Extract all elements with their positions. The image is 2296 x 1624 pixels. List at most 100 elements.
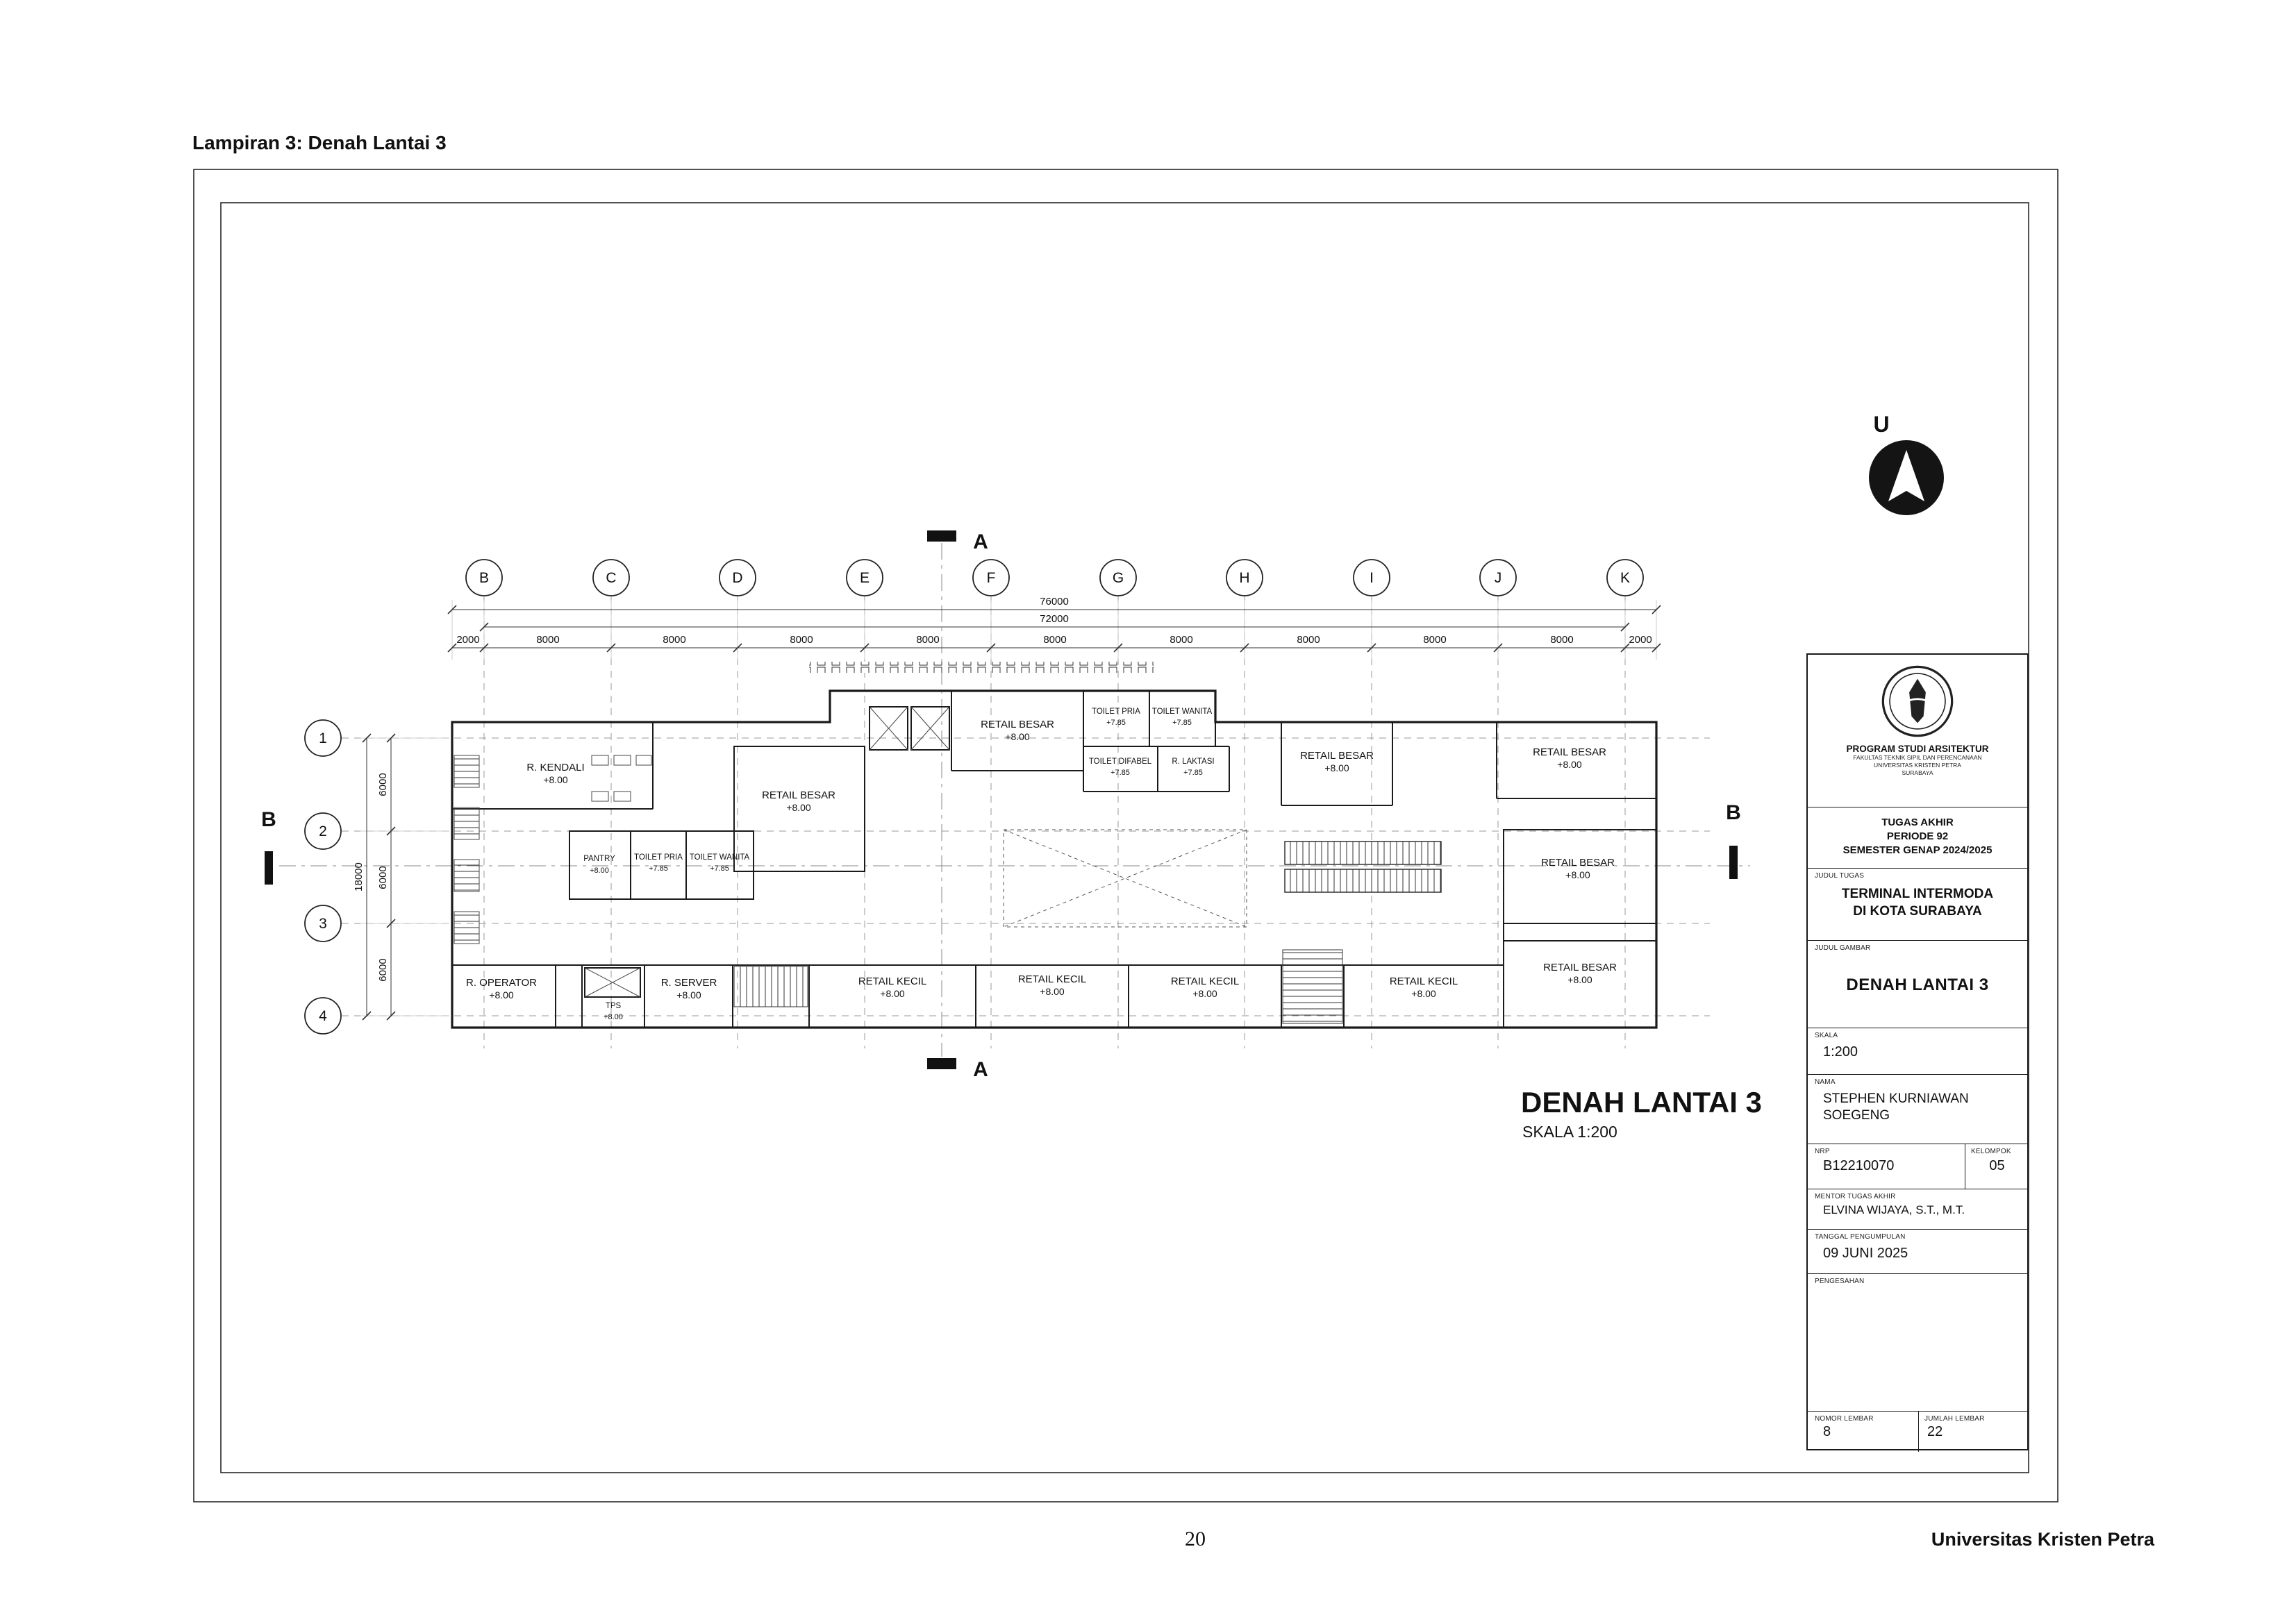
titleblock-nrp: NRP B12210070 KELOMPOK 05 xyxy=(1808,1144,2027,1189)
control-room-desks xyxy=(591,755,652,802)
room-label: R. LAKTASI +7.85 xyxy=(1172,757,1214,777)
grid-column-label: B xyxy=(479,570,489,586)
titleblock-tanggal: TANGGAL PENGUMPULAN 09 JUNI 2025 xyxy=(1808,1229,2027,1273)
room-label: R. SERVER +8.00 xyxy=(661,977,717,1001)
svg-text:R. OPERATOR: R. OPERATOR xyxy=(466,977,537,989)
room-label: RETAIL KECIL +8.00 xyxy=(1171,976,1239,999)
page-heading: Lampiran 3: Denah Lantai 3 xyxy=(192,132,447,153)
section-marker-b-right: B xyxy=(1726,801,1741,879)
svg-text:R. SERVER: R. SERVER xyxy=(661,977,717,989)
elevator-shafts xyxy=(869,706,950,751)
section-b-label: B xyxy=(1726,801,1741,824)
canopy-strip xyxy=(809,662,1154,673)
svg-text:+7.85: +7.85 xyxy=(1106,719,1126,727)
room-label: RETAIL BESAR +8.00 xyxy=(1543,962,1617,985)
escalators xyxy=(1284,841,1442,893)
room-label: TOILET DIFABEL +7.85 xyxy=(1089,757,1152,777)
plan-title: DENAH LANTAI 3 xyxy=(1521,1086,1762,1119)
svg-text:TPS: TPS xyxy=(606,1002,622,1010)
svg-text:RETAIL BESAR: RETAIL BESAR xyxy=(1541,857,1615,869)
dimension-total: 18000 xyxy=(353,862,365,891)
svg-text:TOILET WANITA: TOILET WANITA xyxy=(690,853,750,862)
svg-text:TOILET DIFABEL: TOILET DIFABEL xyxy=(1089,757,1152,766)
nomor-lembar-label: NOMOR LEMBAR xyxy=(1815,1415,1874,1423)
dimension-segment: 8000 xyxy=(1423,634,1446,646)
left-dimensions: 6000 6000 6000 18000 xyxy=(353,733,448,1021)
titleblock-skala: SKALA 1:200 xyxy=(1808,1028,2027,1074)
drawing-frame xyxy=(193,169,2058,1502)
svg-text:+8.00: +8.00 xyxy=(1040,986,1065,997)
plan-scale-caption: SKALA 1:200 xyxy=(1522,1123,1617,1141)
room-label: RETAIL BESAR +8.00 xyxy=(1541,857,1615,880)
dimension-segment: 8000 xyxy=(916,634,939,646)
svg-text:+8.00: +8.00 xyxy=(590,867,609,875)
grid-row-label: 4 xyxy=(319,1008,327,1024)
titleblock-assignment: TUGAS AKHIR PERIODE 92 SEMESTER GENAP 20… xyxy=(1808,807,2027,868)
section-marker-a-bottom: A xyxy=(927,1058,988,1081)
university-logo xyxy=(1881,665,1954,737)
dimension-segment: 8000 xyxy=(1550,634,1573,646)
judul-tugas-label: JUDUL TUGAS xyxy=(1815,872,1865,880)
room-label: R. OPERATOR +8.00 xyxy=(466,977,537,1001)
room-label: TOILET WANITA +7.85 xyxy=(1152,708,1213,727)
dimension-total: 76000 xyxy=(1040,596,1069,608)
service-shaft-symbols xyxy=(454,755,480,944)
section-b-label: B xyxy=(261,808,276,831)
jumlah-lembar-label: JUMLAH LEMBAR xyxy=(1924,1415,1985,1423)
kelompok-label: KELOMPOK xyxy=(1971,1148,2011,1155)
svg-text:+7.85: +7.85 xyxy=(1172,719,1192,727)
footer-institution: Universitas Kristen Petra xyxy=(1931,1529,2154,1550)
room-label: TOILET WANITA +7.85 xyxy=(690,853,750,873)
grid-column-label: K xyxy=(1620,570,1630,586)
grid-column-label: H xyxy=(1239,570,1249,586)
tanggal-value: 09 JUNI 2025 xyxy=(1823,1246,1908,1261)
grid-column-label: E xyxy=(860,570,870,586)
student-name-line2: SOEGENG xyxy=(1823,1108,1890,1123)
svg-text:+8.00: +8.00 xyxy=(1565,869,1590,880)
nrp-value: B12210070 xyxy=(1823,1158,1895,1173)
svg-text:+8.00: +8.00 xyxy=(543,774,568,785)
svg-text:+8.00: +8.00 xyxy=(1324,762,1349,773)
svg-text:RETAIL KECIL: RETAIL KECIL xyxy=(1018,973,1086,985)
skala-value: 1:200 xyxy=(1823,1044,1858,1060)
dimension-segment: 6000 xyxy=(377,773,389,796)
drawing-title: DENAH LANTAI 3 SKALA 1:200 xyxy=(1521,1086,1762,1141)
grid-column-label: G xyxy=(1113,570,1124,586)
dimension-segment: 6000 xyxy=(377,958,389,981)
dimension-segment: 8000 xyxy=(536,634,559,646)
svg-text:RETAIL KECIL: RETAIL KECIL xyxy=(1390,976,1458,987)
grid-column-label: C xyxy=(606,570,616,586)
svg-text:RETAIL KECIL: RETAIL KECIL xyxy=(1171,976,1239,987)
room-label: RETAIL KECIL +8.00 xyxy=(858,976,926,999)
north-label: U xyxy=(1873,412,1889,437)
grid-row-bubbles: 1 2 3 4 xyxy=(304,719,342,1035)
title-block: PROGRAM STUDI ARSITEKTUR FAKULTAS TEKNIK… xyxy=(1806,653,2029,1452)
program-name: PROGRAM STUDI ARSITEKTUR xyxy=(1846,744,1989,754)
titleblock-pengesahan: PENGESAHAN xyxy=(1808,1273,2027,1411)
grid-column-label: D xyxy=(732,570,742,586)
dimension-segment: 2000 xyxy=(456,634,479,646)
nrp-label: NRP xyxy=(1815,1148,1830,1155)
dimension-segment: 8000 xyxy=(790,634,813,646)
section-a-label: A xyxy=(973,1058,988,1081)
skala-label: SKALA xyxy=(1815,1032,1838,1039)
svg-text:RETAIL BESAR: RETAIL BESAR xyxy=(1533,746,1606,758)
university-name: UNIVERSITAS KRISTEN PETRA xyxy=(1874,762,1961,769)
assignment-semester: SEMESTER GENAP 2024/2025 xyxy=(1842,844,1993,856)
jumlah-lembar-cell: JUMLAH LEMBAR 22 xyxy=(1918,1412,2027,1452)
titleblock-nama: NAMA STEPHEN KURNIAWAN SOEGENG xyxy=(1808,1074,2027,1144)
mentor-label: MENTOR TUGAS AKHIR xyxy=(1815,1193,1896,1200)
section-a-label: A xyxy=(973,530,988,553)
svg-text:TOILET PRIA: TOILET PRIA xyxy=(634,853,683,862)
titleblock-mentor: MENTOR TUGAS AKHIR ELVINA WIJAYA, S.T., … xyxy=(1808,1189,2027,1229)
room-label: RETAIL BESAR +8.00 xyxy=(762,789,835,813)
svg-text:R. LAKTASI: R. LAKTASI xyxy=(1172,757,1214,766)
page-number: 20 xyxy=(1185,1527,1206,1550)
svg-text:RETAIL BESAR: RETAIL BESAR xyxy=(981,719,1054,730)
svg-text:R. KENDALI: R. KENDALI xyxy=(526,762,584,773)
room-label: R. KENDALI +8.00 xyxy=(526,762,584,785)
tanggal-label: TANGGAL PENGUMPULAN xyxy=(1815,1233,1906,1241)
titleblock-judul-gambar: JUDUL GAMBAR DENAH LANTAI 3 xyxy=(1808,940,2027,1028)
room-label: PANTRY +8.00 xyxy=(583,855,615,875)
nama-label: NAMA xyxy=(1815,1078,1836,1086)
